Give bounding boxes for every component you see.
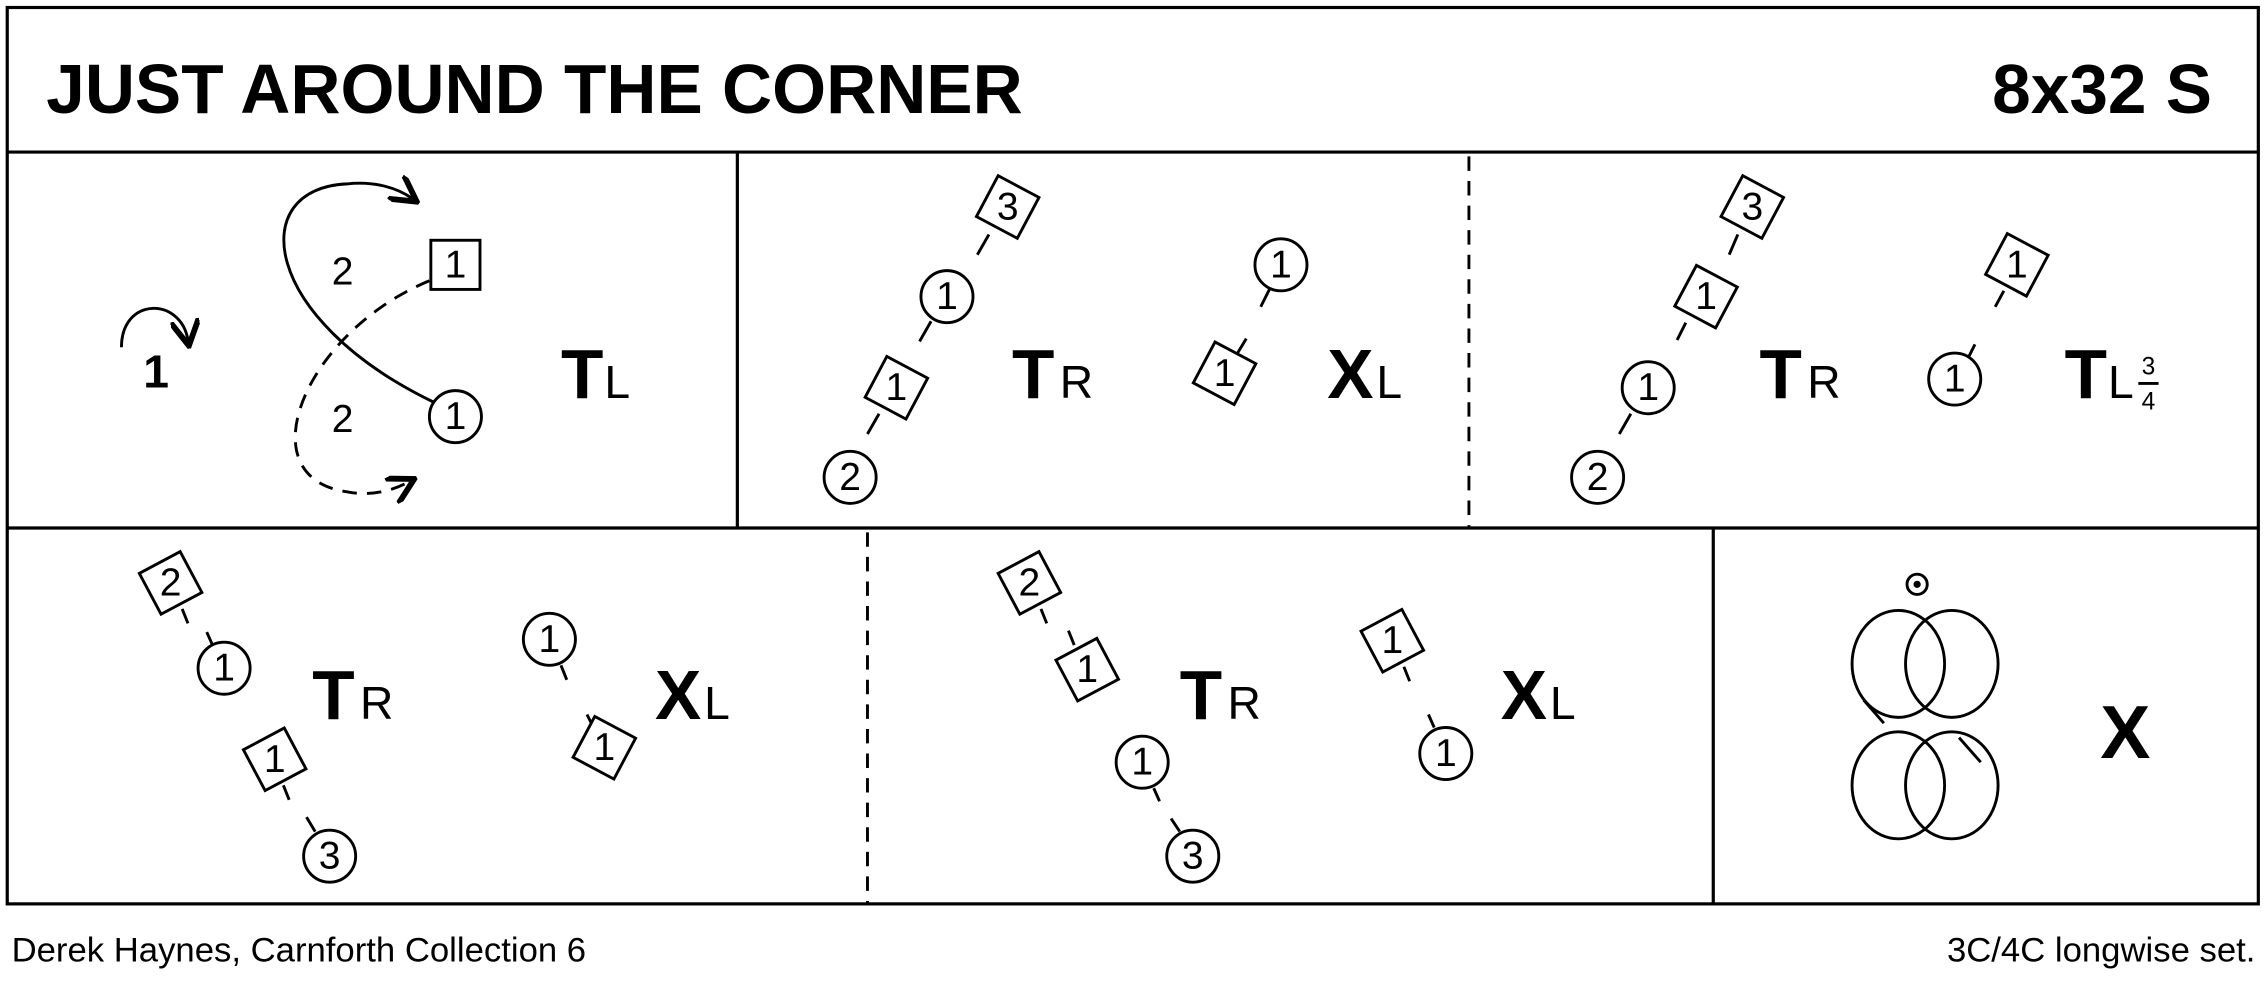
woman-dancer xyxy=(571,714,638,781)
dancer-label: 2 xyxy=(839,456,861,499)
man-dancer xyxy=(1418,726,1474,781)
panel-bars-21-24: 2 1 1 3 T R 1 1 X L xyxy=(996,549,1576,884)
dancer-label: 2 xyxy=(1587,456,1609,499)
fraction-denominator: 4 xyxy=(2142,388,2156,415)
woman-dancer xyxy=(996,549,1063,617)
dancer-label: 1 xyxy=(1214,352,1236,395)
man-dancer xyxy=(919,269,975,325)
loop-icon xyxy=(1850,608,1947,719)
turn-arrow-icon xyxy=(120,306,188,347)
man-dancer xyxy=(1114,734,1170,790)
woman-dancer xyxy=(429,238,482,291)
dancer-label: 1 xyxy=(539,618,561,661)
dancer-label: 1 xyxy=(1270,243,1292,286)
dancer-label: 1 xyxy=(1131,741,1153,784)
figure-symbol: X xyxy=(655,656,701,734)
dancer-label: 3 xyxy=(997,186,1019,229)
footer-set-type: 3C/4C longwise set. xyxy=(1947,932,2255,970)
woman-dancer xyxy=(863,354,930,421)
man-dancer xyxy=(196,640,252,696)
hand-label: R xyxy=(360,677,393,729)
count-label: 2 xyxy=(332,398,354,441)
woman-dancer xyxy=(1359,607,1426,674)
loop-icon xyxy=(1850,730,1947,841)
dancer-label: 3 xyxy=(319,835,341,878)
man-dancer xyxy=(1927,351,1983,407)
dot-circle-icon xyxy=(1905,572,1929,596)
dancer-label: 1 xyxy=(2006,243,2028,286)
dancer-label: 1 xyxy=(445,395,467,438)
dancer-label: 1 xyxy=(1944,358,1966,401)
panel-bars-25-32: X xyxy=(1850,572,2150,841)
man-dancer xyxy=(521,611,577,667)
dot-circle-center xyxy=(1913,580,1921,588)
man-dancer xyxy=(1165,828,1221,884)
figure-symbol: T xyxy=(1760,335,1802,413)
dancer-label: 1 xyxy=(936,275,958,318)
loop-icon xyxy=(1904,730,2000,841)
figure-symbol: T xyxy=(312,656,354,734)
loop-icon xyxy=(1904,608,2000,719)
panel-bars-13-16: 3 1 1 2 T R 1 1 T L 3 4 xyxy=(1570,173,2159,505)
figure-symbol: X xyxy=(2100,690,2150,774)
man-dancer xyxy=(302,828,358,884)
dancer-label: 1 xyxy=(886,366,908,409)
hand-label: L xyxy=(1550,677,1576,729)
dance-format: 8x32 S xyxy=(1992,50,2212,128)
figure-symbol: T xyxy=(1180,656,1222,734)
woman-dancer xyxy=(1672,263,1740,330)
dancer-label: 1 xyxy=(143,346,169,398)
woman-dancer xyxy=(137,549,204,617)
panel-bars-17-20: 2 1 1 3 T R 1 1 X L xyxy=(137,549,730,884)
dancer-label: 2 xyxy=(1019,561,1041,604)
footer-source: Derek Haynes, Carnforth Collection 6 xyxy=(12,932,587,970)
man-dancer xyxy=(1620,360,1676,416)
dancer-label: 3 xyxy=(1182,835,1204,878)
woman-dancer xyxy=(1191,340,1258,407)
dance-title: JUST AROUND THE CORNER xyxy=(46,50,1022,128)
hand-label: L xyxy=(604,356,630,408)
man-dancer xyxy=(1570,449,1626,505)
dancer-label: 2 xyxy=(160,561,182,604)
man-dancer xyxy=(1253,237,1309,293)
hand-label: R xyxy=(1227,677,1260,729)
hand-label: L xyxy=(704,677,730,729)
dancer-label: 1 xyxy=(1435,732,1457,775)
fraction-numerator: 3 xyxy=(2142,354,2156,381)
dancer-label: 1 xyxy=(264,738,286,781)
dancer-label: 1 xyxy=(1695,275,1717,318)
cast-path xyxy=(282,183,435,404)
woman-dancer xyxy=(974,173,1041,241)
hand-label: R xyxy=(1807,356,1840,408)
figure-symbol: T xyxy=(561,335,603,413)
dancer-label: 1 xyxy=(445,243,467,286)
cast-path-dashed xyxy=(293,279,430,494)
dancer-label: 1 xyxy=(213,647,235,690)
count-label: 2 xyxy=(332,251,354,294)
woman-dancer xyxy=(1053,636,1121,703)
hand-label: L xyxy=(1376,356,1402,408)
man-dancer xyxy=(822,449,878,505)
woman-dancer xyxy=(241,726,308,793)
panel-bars-1-8: 1 2 2 1 1 T L xyxy=(120,183,630,494)
dancer-label: 1 xyxy=(1076,648,1098,691)
figure-symbol: T xyxy=(2065,335,2107,413)
figure-symbol: T xyxy=(1012,335,1054,413)
figure-symbol: X xyxy=(1327,335,1373,413)
figure-symbol: X xyxy=(1501,656,1547,734)
woman-dancer xyxy=(1983,231,2051,299)
dancer-label: 1 xyxy=(1637,366,1659,409)
hand-label: R xyxy=(1060,356,1093,408)
outer-frame xyxy=(5,5,2260,906)
hand-label: L xyxy=(2108,356,2134,408)
dancer-label: 1 xyxy=(593,726,615,769)
dancer-label: 3 xyxy=(1741,186,1763,229)
dancer-label: 1 xyxy=(1381,619,1403,662)
woman-dancer xyxy=(1719,173,1786,241)
panel-bars-9-12: 3 1 1 2 T R 1 1 X L xyxy=(822,173,1402,505)
man-dancer xyxy=(427,389,483,445)
